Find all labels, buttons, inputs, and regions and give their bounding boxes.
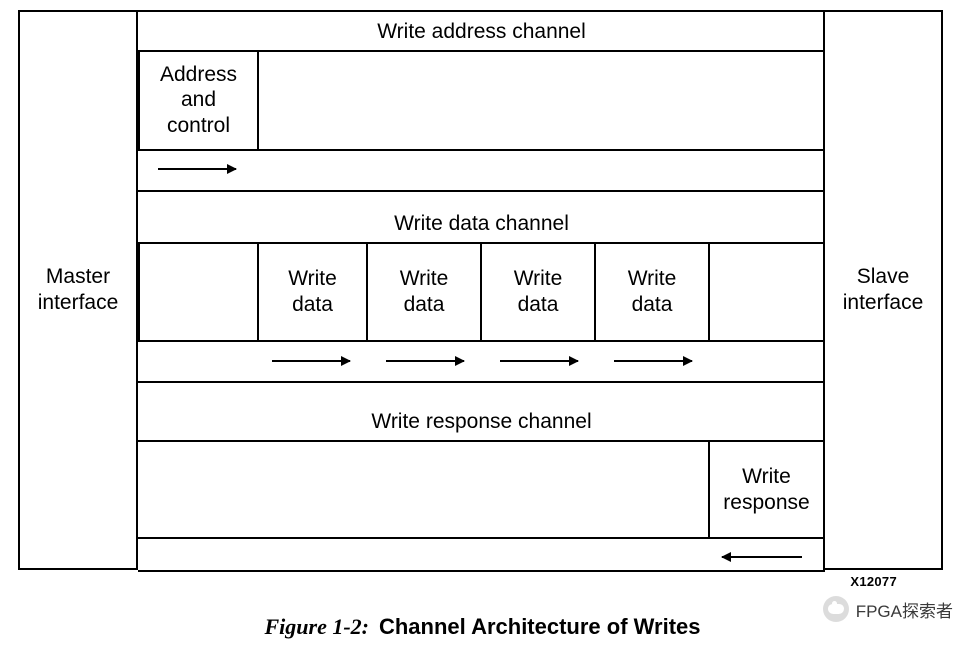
wdata-cell-line-1 [138, 242, 140, 340]
wresp-arrow-left-1 [721, 552, 802, 562]
write-data-channel-title: Write data channel [394, 212, 569, 236]
wresp-band-mid-line [138, 440, 825, 442]
write-data-cell-1: Write data [288, 267, 337, 316]
write-response-cell: Write response [723, 465, 810, 514]
waddr-band-top-line [138, 10, 825, 12]
wdata-arrow-right-3 [500, 356, 579, 366]
watermark-text: FPGA探索者 [855, 601, 953, 621]
write-data-cell-4: Write data [627, 267, 677, 316]
wdata-arrow-right-1 [272, 356, 351, 366]
wresp-arrow-bottom-line [138, 570, 825, 572]
write-data-cell-2: Write data [399, 267, 449, 316]
wresp-cell-left-line [708, 440, 710, 537]
wdata-payload-bottom-line [138, 340, 825, 342]
wresp-payload-bottom-line [138, 537, 825, 539]
master-interface-box [18, 10, 138, 570]
waddr-payload-bottom-line [138, 149, 825, 151]
wdata-arrow-right-2 [386, 356, 465, 366]
slave-interface-label: Slave interface [842, 265, 924, 314]
write-response-channel-title: Write response channel [371, 410, 592, 434]
figure-caption: Figure 1-2: Channel Architecture of Write… [0, 614, 965, 640]
write-data-cell-3: Write data [513, 267, 563, 316]
wechat-official-account-icon [822, 596, 849, 622]
figure-caption-number: Figure 1-2: [264, 614, 369, 639]
wdata-cell-line-5 [594, 242, 596, 340]
watermark: FPGA探索者 [822, 596, 953, 622]
waddr-cell-right-line [257, 50, 259, 149]
wdata-cell-line-6 [708, 242, 710, 340]
wdata-arrow-right-4 [614, 356, 693, 366]
address-and-control-cell: Address and control [159, 62, 238, 137]
figure-caption-title: Channel Architecture of Writes [378, 614, 701, 639]
write-address-channel-title: Write address channel [377, 20, 586, 44]
wdata-arrow-bottom-line [138, 381, 825, 383]
wdata-cell-line-4 [480, 242, 482, 340]
slave-interface-box [823, 10, 943, 570]
wdata-cell-line-3 [366, 242, 368, 340]
waddr-arrow-bottom-line [138, 190, 825, 192]
waddr-band-mid-line [138, 50, 825, 52]
figure-id-label: X12077 [850, 574, 897, 589]
waddr-arrow-right-1 [158, 164, 237, 174]
master-interface-label: Master interface [37, 265, 119, 314]
waddr-cell-left-line [138, 50, 140, 149]
wresp-cell-right-line [823, 440, 825, 537]
wdata-cell-line-2 [257, 242, 259, 340]
